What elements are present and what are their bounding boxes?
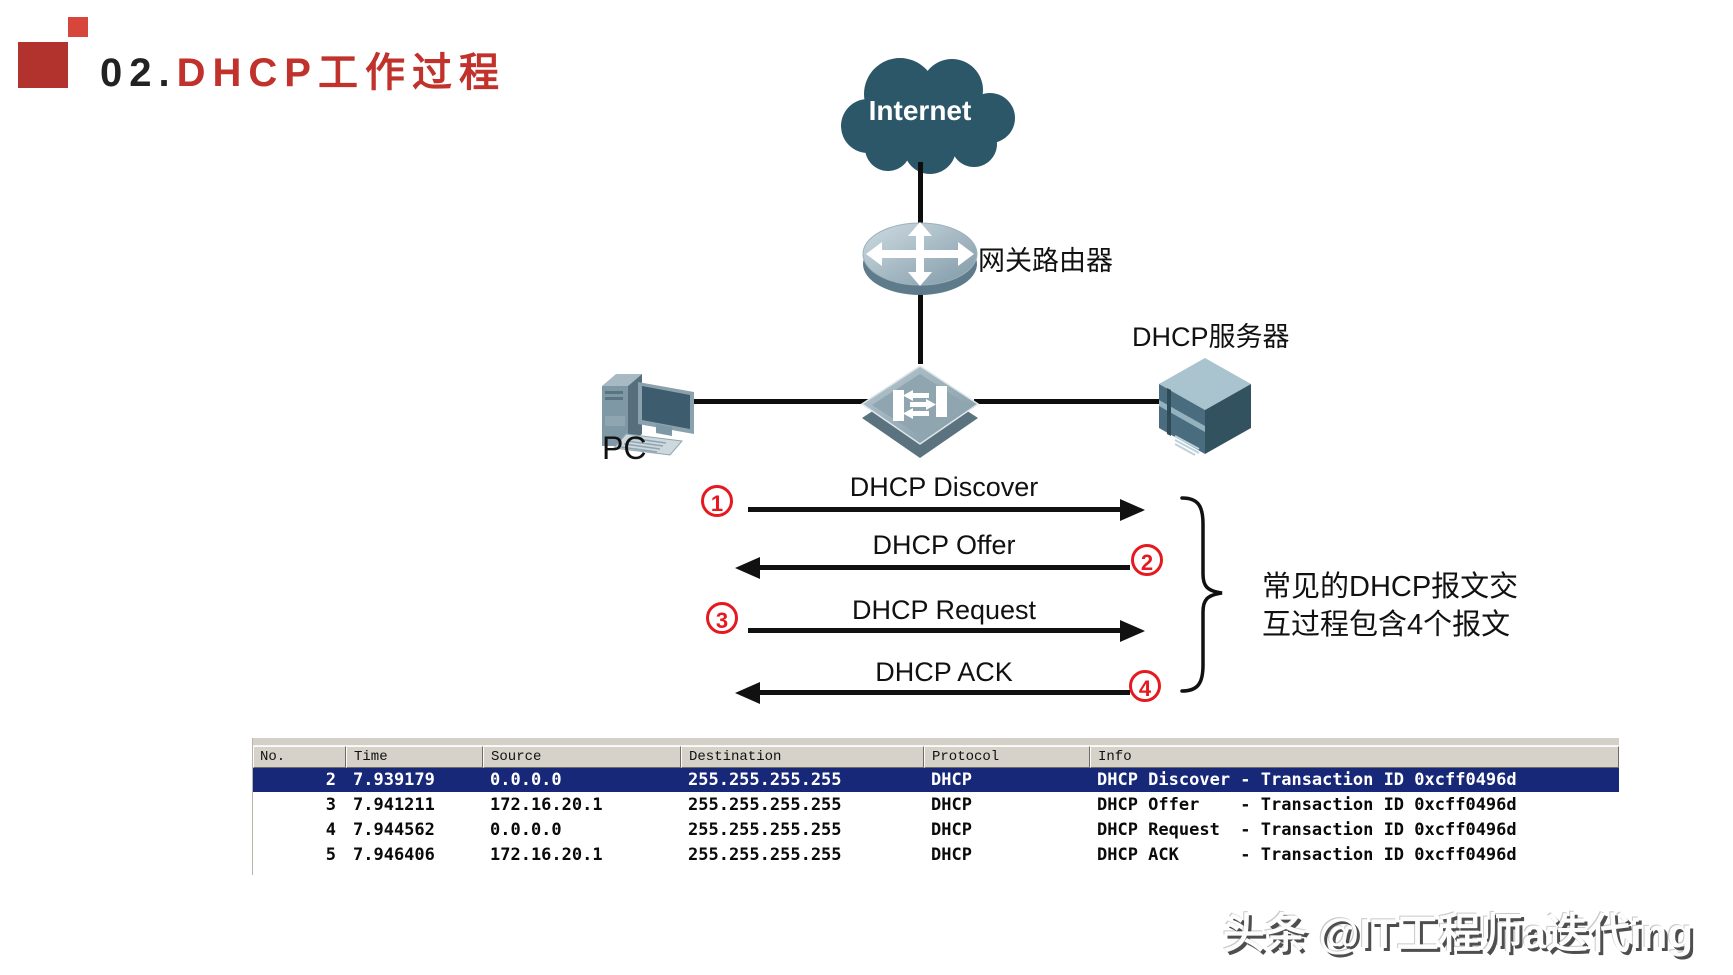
wire-cloud-router bbox=[918, 162, 923, 228]
title-accent-square-small bbox=[68, 17, 88, 37]
arrow-ack bbox=[758, 690, 1130, 695]
wire-pc-switch bbox=[676, 399, 868, 404]
brace-icon bbox=[1180, 496, 1223, 693]
packet-row-ack[interactable]: 5 7.946406 172.16.20.1 255.255.255.255 D… bbox=[253, 842, 1619, 867]
cell-no: 3 bbox=[325, 794, 336, 815]
page-title: 02.DHCP工作过程 bbox=[100, 40, 506, 98]
cell-info: DHCP Discover - Transaction ID 0xcff0496… bbox=[1097, 770, 1517, 790]
brace-note: 常见的DHCP报文交 互过程包含4个报文 bbox=[1262, 568, 1518, 644]
step-4-badge: 4 bbox=[1129, 670, 1161, 702]
message-label-offer: DHCP Offer bbox=[872, 530, 1016, 560]
brace-note-line2: 互过程包含4个报文 bbox=[1262, 609, 1511, 641]
cell-protocol: DHCP bbox=[931, 819, 972, 840]
cell-no: 5 bbox=[325, 844, 336, 865]
router-label: 网关路由器 bbox=[978, 246, 1113, 276]
wire-router-switch bbox=[918, 294, 923, 364]
cell-protocol: DHCP bbox=[931, 794, 972, 815]
internet-label: Internet bbox=[868, 95, 972, 126]
arrow-offer-head bbox=[735, 557, 760, 579]
arrow-discover bbox=[748, 507, 1123, 512]
packet-table-top-strip bbox=[253, 738, 1619, 746]
col-header-info[interactable]: Info bbox=[1090, 746, 1619, 768]
cell-info: DHCP ACK - Transaction ID 0xcff0496d bbox=[1097, 844, 1517, 865]
cell-source: 172.16.20.1 bbox=[490, 844, 603, 865]
cell-source: 0.0.0.0 bbox=[490, 819, 562, 840]
message-label-request: DHCP Request bbox=[851, 595, 1037, 625]
arrow-request-head bbox=[1120, 620, 1145, 642]
col-header-protocol[interactable]: Protocol bbox=[924, 746, 1090, 768]
message-label-discover: DHCP Discover bbox=[849, 472, 1039, 502]
pc-icon bbox=[602, 374, 694, 456]
cell-time: 7.944562 bbox=[353, 819, 435, 840]
page-title-number: 02. bbox=[100, 51, 177, 95]
wire-switch-server bbox=[974, 399, 1160, 404]
col-header-source[interactable]: Source bbox=[483, 746, 681, 768]
cell-source: 0.0.0.0 bbox=[490, 770, 562, 790]
packet-table: No. Time Source Destination Protocol Inf… bbox=[252, 738, 1619, 875]
page-title-text: DHCP工作过程 bbox=[176, 51, 506, 95]
packet-table-header: No. Time Source Destination Protocol Inf… bbox=[253, 746, 1619, 768]
switch-icon bbox=[860, 365, 980, 458]
message-label-ack: DHCP ACK bbox=[875, 657, 1013, 687]
cell-protocol: DHCP bbox=[931, 770, 972, 790]
arrow-request bbox=[748, 628, 1123, 633]
col-header-destination[interactable]: Destination bbox=[681, 746, 924, 768]
cell-destination: 255.255.255.255 bbox=[688, 770, 842, 790]
step-1-badge: 1 bbox=[701, 485, 733, 517]
cell-destination: 255.255.255.255 bbox=[688, 794, 842, 815]
cell-time: 7.939179 bbox=[353, 770, 435, 790]
internet-cloud-icon bbox=[841, 58, 1015, 174]
cell-destination: 255.255.255.255 bbox=[688, 844, 842, 865]
cell-destination: 255.255.255.255 bbox=[688, 819, 842, 840]
arrow-ack-head bbox=[735, 682, 760, 704]
cell-time: 7.941211 bbox=[353, 794, 435, 815]
title-accent-square-large bbox=[18, 42, 68, 88]
col-header-time[interactable]: Time bbox=[346, 746, 483, 768]
packet-row-discover[interactable]: 2 7.939179 0.0.0.0 255.255.255.255 DHCP … bbox=[253, 768, 1619, 792]
pc-label: PC bbox=[602, 430, 647, 466]
router-icon bbox=[862, 222, 978, 295]
watermark: 头条 @IT工程师a迭代ing bbox=[1222, 910, 1693, 957]
packet-row-request[interactable]: 4 7.944562 0.0.0.0 255.255.255.255 DHCP … bbox=[253, 817, 1619, 842]
arrow-discover-head bbox=[1120, 499, 1145, 521]
cell-no: 2 bbox=[325, 770, 336, 790]
step-3-badge: 3 bbox=[706, 602, 738, 634]
brace-note-line1: 常见的DHCP报文交 bbox=[1262, 571, 1519, 603]
arrow-offer bbox=[758, 565, 1130, 570]
dhcp-server-icon bbox=[1159, 358, 1251, 456]
cell-info: DHCP Offer - Transaction ID 0xcff0496d bbox=[1097, 794, 1517, 815]
packet-row-offer[interactable]: 3 7.941211 172.16.20.1 255.255.255.255 D… bbox=[253, 792, 1619, 817]
col-header-no[interactable]: No. bbox=[253, 746, 346, 768]
cell-no: 4 bbox=[325, 819, 336, 840]
dhcp-server-label: DHCP服务器 bbox=[1132, 322, 1290, 352]
step-2-badge: 2 bbox=[1131, 544, 1163, 576]
cell-info: DHCP Request - Transaction ID 0xcff0496d bbox=[1097, 819, 1517, 840]
cell-source: 172.16.20.1 bbox=[490, 794, 603, 815]
cell-time: 7.946406 bbox=[353, 844, 435, 865]
packet-table-bottom bbox=[253, 867, 1619, 875]
cell-protocol: DHCP bbox=[931, 844, 972, 865]
